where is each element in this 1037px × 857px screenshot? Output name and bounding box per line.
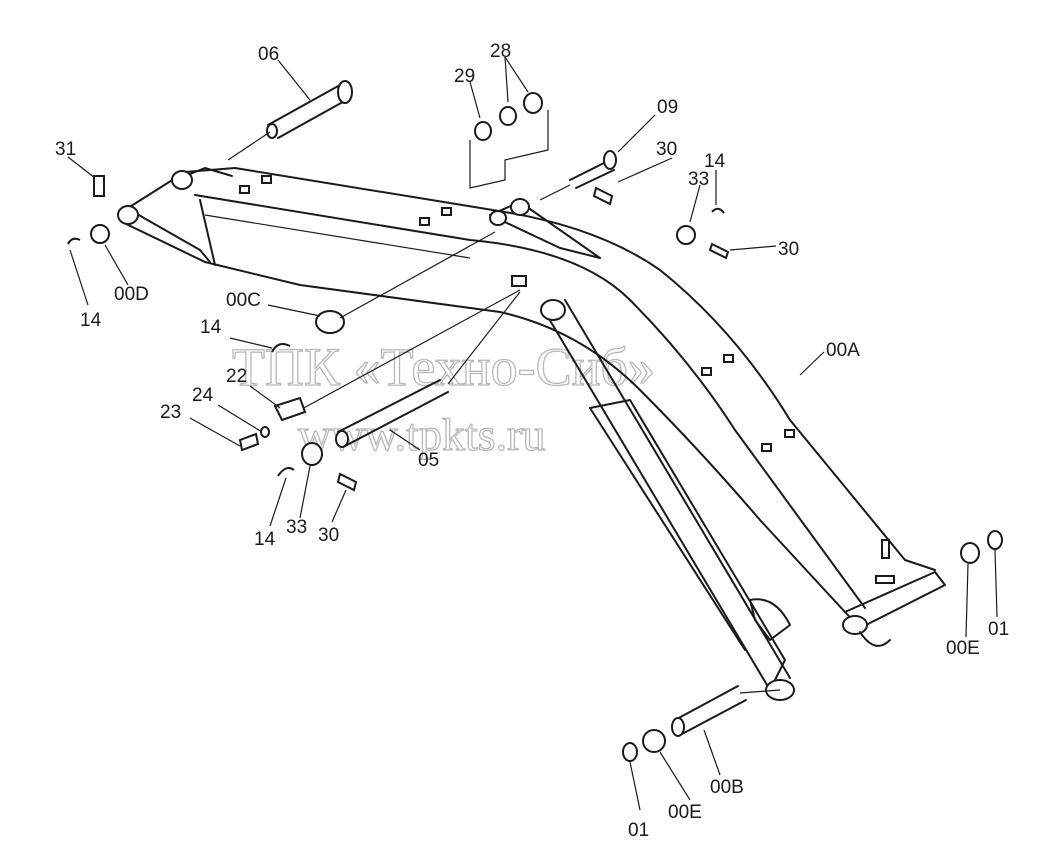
label-30-right: 30: [778, 239, 799, 260]
label-14-left: 14: [80, 310, 102, 331]
label-30-bottom: 30: [318, 525, 339, 546]
bushing-33b-shape: [301, 442, 323, 466]
label-24: 24: [192, 385, 214, 406]
bolt-30c-shape: [336, 472, 358, 492]
bushing-00D-shape: [90, 224, 110, 244]
label-06: 06: [258, 44, 279, 65]
label-05: 05: [418, 450, 439, 471]
label-30-upper: 30: [656, 139, 677, 160]
boom-body: [117, 167, 946, 647]
bolt-30b-shape: [708, 242, 730, 260]
plate-22-shape: [273, 396, 307, 422]
label-09: 09: [657, 97, 678, 118]
label-14-upper-right: 14: [704, 151, 726, 172]
label-00E-right: 00E: [946, 638, 980, 659]
bushing-33a-shape: [676, 225, 696, 245]
washers-28-29: [469, 92, 549, 189]
pin-09: [539, 150, 617, 201]
label-22: 22: [226, 366, 247, 387]
label-00D: 00D: [114, 284, 149, 305]
pin-06: [227, 80, 353, 161]
bushing-00Ea-shape: [960, 542, 980, 564]
ring-14c-shape: [271, 343, 291, 353]
label-00E-bottom: 00E: [668, 802, 702, 823]
leader-00C: [339, 231, 496, 319]
label-23: 23: [160, 402, 181, 423]
washer-01b-shape: [622, 742, 638, 762]
boom-cylinder: [540, 299, 795, 701]
label-01-bottom: 01: [628, 820, 649, 841]
label-00A: 00A: [826, 340, 860, 361]
bushing-00C-shape: [315, 310, 345, 334]
bolt-23-shape: [238, 432, 260, 452]
label-14-bottom: 14: [254, 529, 276, 550]
label-29: 29: [454, 66, 475, 87]
leader-lines: [67, 56, 998, 811]
ring-14a-shape: [711, 207, 725, 214]
washer-24-shape: [260, 426, 270, 438]
label-01-right: 01: [988, 619, 1009, 640]
bushing-00Eb-shape: [642, 729, 666, 753]
washer-01a-shape: [987, 530, 1003, 550]
label-28: 28: [490, 41, 511, 62]
label-14-middle: 14: [200, 317, 222, 338]
label-00C: 00C: [226, 290, 261, 311]
ring-14b-shape: [67, 237, 81, 245]
pin-00B: [671, 685, 781, 737]
pin-05: [299, 275, 527, 448]
bolt-30a-shape: [592, 186, 614, 206]
pin-31-shape: [93, 175, 105, 197]
label-00B: 00B: [710, 777, 744, 798]
ring-14d-shape: [277, 467, 295, 477]
label-33-bottom: 33: [286, 517, 307, 538]
label-31: 31: [55, 139, 76, 160]
label-33-upper: 33: [688, 169, 709, 190]
